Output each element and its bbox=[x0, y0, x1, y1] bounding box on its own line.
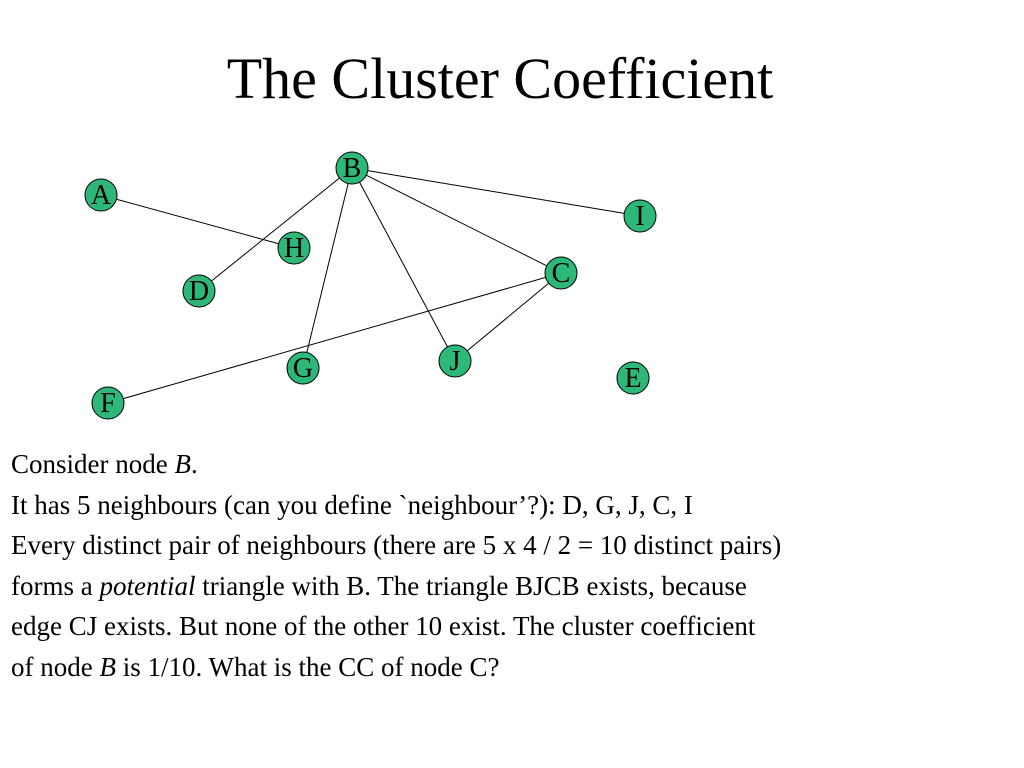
edge-b-d bbox=[211, 177, 340, 282]
network-graph: A B C D E F G H I J bbox=[84, 151, 657, 420]
text-line-5: edge CJ exists. But none of the other 10… bbox=[11, 611, 756, 642]
node-label-d: D bbox=[189, 276, 209, 307]
node-i: I bbox=[623, 199, 657, 233]
node-circle-h bbox=[277, 231, 311, 265]
explanation-text: Consider node B. It has 5 neighbours (ca… bbox=[11, 444, 1011, 688]
node-circle-e bbox=[616, 361, 650, 395]
edge-b-j bbox=[359, 181, 448, 348]
node-circle-g bbox=[286, 351, 320, 385]
node-f: F bbox=[91, 386, 125, 420]
node-label-f: F bbox=[100, 388, 116, 419]
node-label-e: E bbox=[624, 363, 641, 394]
edge-b-i bbox=[367, 170, 625, 214]
node-circle-a bbox=[84, 178, 118, 212]
node-c: C bbox=[544, 256, 578, 290]
node-b: B bbox=[335, 151, 369, 185]
node-label-g: G bbox=[293, 353, 313, 384]
slide-title: The Cluster Coefficient bbox=[226, 46, 774, 111]
node-h: H bbox=[277, 231, 311, 265]
edge-b-c bbox=[366, 174, 547, 267]
node-e: E bbox=[616, 361, 650, 395]
text-line-3: Every distinct pair of neighbours (there… bbox=[11, 530, 782, 561]
node-circle-b bbox=[335, 151, 369, 185]
edge-a-h bbox=[116, 198, 279, 245]
text-line-6: of node B is 1/10. What is the CC of nod… bbox=[11, 651, 500, 682]
node-circle-c bbox=[544, 256, 578, 290]
node-label-i: I bbox=[635, 201, 644, 232]
node-j: J bbox=[438, 344, 472, 378]
graph-edges bbox=[116, 170, 625, 400]
node-g: G bbox=[286, 351, 320, 385]
text-line-1: Consider node B. bbox=[11, 449, 198, 479]
node-d: D bbox=[182, 274, 216, 308]
text-line-4: forms a potential triangle with B. The t… bbox=[11, 570, 747, 601]
edge-c-f bbox=[123, 276, 546, 400]
node-circle-j bbox=[438, 344, 472, 378]
node-a: A bbox=[84, 178, 118, 212]
text-line-2: It has 5 neighbours (can you define `nei… bbox=[11, 489, 693, 520]
edge-b-g bbox=[306, 183, 349, 353]
node-label-h: H bbox=[284, 233, 304, 264]
node-label-j: J bbox=[450, 346, 461, 377]
edge-c-j bbox=[466, 282, 550, 352]
node-circle-f bbox=[91, 386, 125, 420]
node-label-a: A bbox=[91, 180, 112, 211]
node-circle-i bbox=[623, 199, 657, 233]
node-label-b: B bbox=[343, 153, 362, 184]
node-label-c: C bbox=[552, 258, 571, 289]
node-circle-d bbox=[182, 274, 216, 308]
graph-nodes: A B C D E F G H I J bbox=[84, 151, 657, 420]
